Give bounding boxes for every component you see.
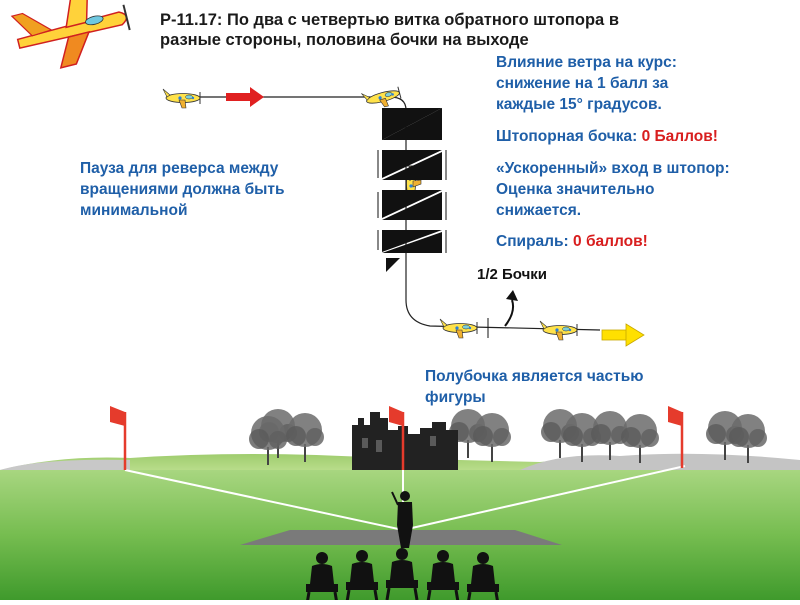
pause-note-line-2: вращениями должна быть [80, 181, 285, 198]
snap-roll-value: 0 Баллов! [641, 128, 718, 145]
castle-silhouette [352, 412, 458, 470]
flag-icon [110, 406, 127, 470]
half-roll-note-line-2: фигуры [425, 389, 486, 406]
plane-exit-icon [539, 320, 578, 341]
left-gray-hill [0, 459, 130, 470]
flag-icon [668, 406, 684, 468]
plane-half-roll-icon [439, 318, 478, 339]
wind-note: Влияние ветра на курс: снижение на 1 бал… [496, 52, 677, 115]
half-roll-note: Полубочка является частью фигуры [425, 366, 643, 408]
half-roll-label: 1/2 Бочки [477, 266, 548, 283]
figure-title: Р-11.17: По два с четвертью витка обратн… [160, 10, 619, 50]
spin-rotation-marks [382, 108, 442, 272]
spiral-label: Спираль: [496, 233, 574, 250]
fast-entry-note: «Ускоренный» вход в штопор: Оценка значи… [496, 158, 730, 221]
fast-entry-line-1: «Ускоренный» вход в штопор: [496, 160, 730, 177]
right-gray-hill [520, 453, 800, 470]
title-line-1: Р-11.17: По два с четвертью витка обратн… [160, 11, 619, 29]
plane-entry-icon [162, 88, 201, 109]
half-roll-note-line-1: Полубочка является частью [425, 368, 644, 385]
pause-note-line-3: минимальной [80, 202, 188, 219]
curved-arrow-icon [487, 290, 518, 338]
arrow-right-icon [601, 323, 645, 347]
wind-note-line-2: снижение на 1 балл за [496, 75, 669, 92]
spiral-value: 0 баллов! [573, 233, 648, 250]
pilot-silhouette [391, 491, 413, 548]
title-line-2: разные стороны, половина бочки на выходе [160, 31, 529, 49]
wind-note-line-1: Влияние ветра на курс: [496, 54, 677, 71]
aerobatic-plane-icon [10, 0, 131, 69]
spiral-note: Спираль: 0 баллов! [496, 231, 648, 252]
flag-icon [389, 406, 405, 470]
snap-roll-label: Штопорная бочка: [496, 128, 642, 145]
fast-entry-line-2: Оценка значительно [496, 181, 655, 198]
snap-roll-note: Штопорная бочка: 0 Баллов! [496, 126, 718, 147]
wind-note-line-3: каждые 15° градусов. [496, 96, 662, 113]
pause-note-line-1: Пауза для реверса между [80, 160, 279, 177]
pause-note: Пауза для реверса между вращениями должн… [80, 158, 285, 221]
fast-entry-line-3: снижается. [496, 202, 582, 219]
arrow-right-icon [226, 87, 264, 107]
spin-tick-lines [377, 150, 447, 253]
